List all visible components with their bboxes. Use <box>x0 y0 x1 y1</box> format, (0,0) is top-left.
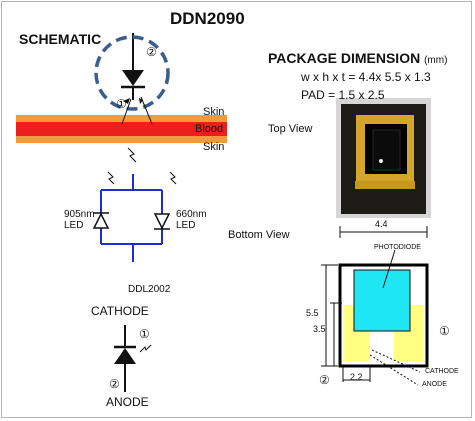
led-pin-1-marker: ① <box>139 327 150 341</box>
dashed-circle <box>94 35 170 111</box>
led-660-type: LED <box>176 220 196 231</box>
photodiode-pin-1-marker: ① <box>116 97 127 111</box>
led-905-type: LED <box>64 220 84 231</box>
skin-top-label: Skin <box>203 106 225 118</box>
schematic-label: SCHEMATIC <box>19 31 102 47</box>
anode-label: ANODE <box>106 395 149 409</box>
height-dimension: 5.5 <box>306 308 319 318</box>
width-dimension: 4.4 <box>375 219 388 229</box>
blood-label: Blood <box>195 123 224 135</box>
skin-layer-bottom <box>16 136 227 143</box>
inner-height-dimension: 3.5 <box>313 324 326 334</box>
led-pin-2-marker: ② <box>109 377 120 391</box>
top-view-label: Top View <box>268 123 313 135</box>
cathode-pad-label: CATHODE <box>425 368 459 375</box>
package-heading-text: PACKAGE DIMENSION <box>268 50 421 66</box>
pad-dimensions: PAD = 1.5 x 2.5 <box>301 88 385 102</box>
led-pair-circuit <box>100 174 163 262</box>
anode-pad-marker: ② <box>319 373 330 387</box>
cathode-pad-marker: ① <box>439 324 450 338</box>
led-symbol <box>114 325 152 392</box>
led-905-symbol <box>92 212 110 229</box>
photodiode-label: PHOTODIODE <box>374 244 421 251</box>
anode-pad-label: ANODE <box>422 381 447 388</box>
package-heading: PACKAGE DIMENSION (mm) <box>268 51 447 66</box>
photodiode-area <box>353 269 411 332</box>
package-dimensions: w x h x t = 4.4x 5.5 x 1.3 <box>301 70 431 84</box>
bottom-view-drawing <box>321 226 429 386</box>
photodiode-pin-2-marker: ② <box>146 45 157 59</box>
photodiode-symbol <box>121 33 145 100</box>
bottom-view-label: Bottom View <box>228 229 290 241</box>
cathode-label: CATHODE <box>91 304 149 318</box>
skin-bottom-label: Skin <box>203 141 225 153</box>
led-part-number: DDL2002 <box>128 284 171 295</box>
diagram-title: DDN2090 <box>170 9 245 28</box>
package-unit: (mm) <box>424 55 448 66</box>
pad-width-dimension: 2.2 <box>350 372 363 382</box>
led-660-wavelength: 660nm <box>176 209 207 220</box>
led-905-wavelength: 905nm <box>64 209 95 220</box>
light-rays-top <box>107 96 177 185</box>
top-view-photo <box>336 98 431 218</box>
led-660-symbol <box>153 213 171 230</box>
skin-layer-top <box>16 115 227 122</box>
blood-layer <box>16 122 227 136</box>
